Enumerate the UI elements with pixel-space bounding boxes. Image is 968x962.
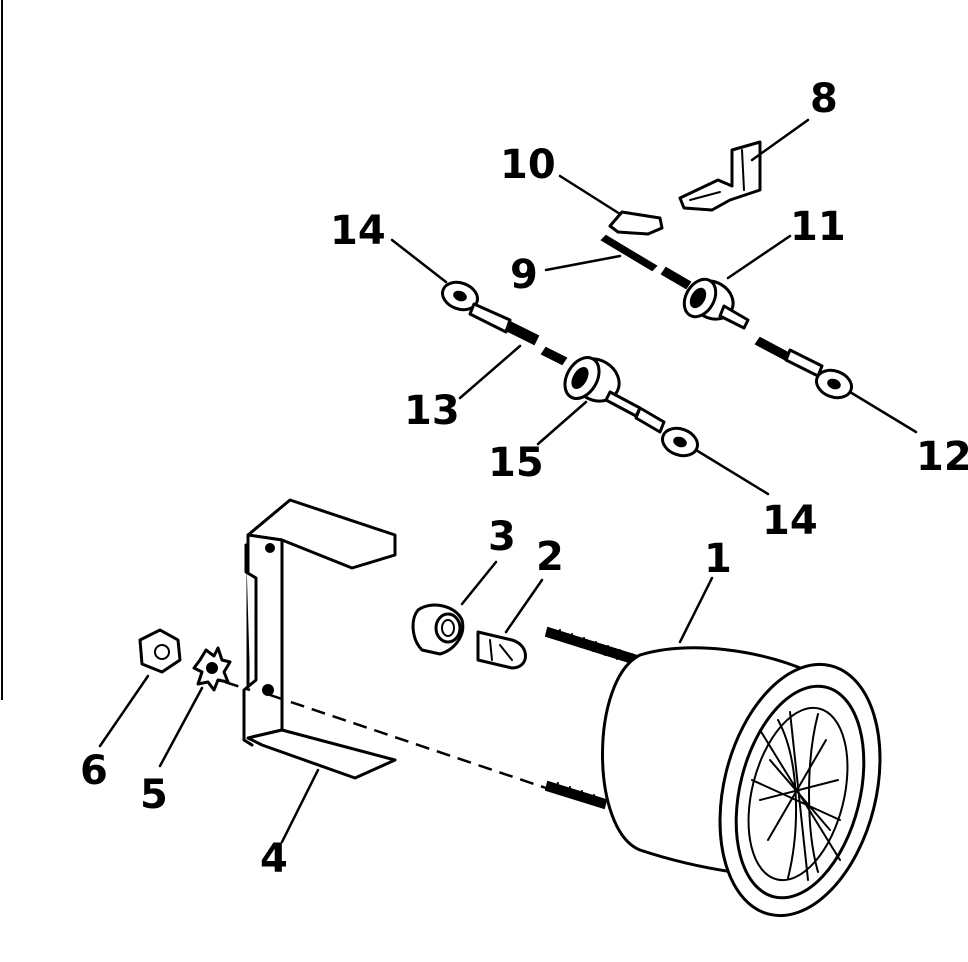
leader-13 bbox=[458, 344, 522, 400]
leader-14-top bbox=[390, 238, 448, 284]
callout-11: 11 bbox=[790, 204, 846, 250]
cable-pin-9 bbox=[600, 234, 658, 272]
leader-2 bbox=[504, 578, 544, 634]
callout-13: 13 bbox=[404, 388, 460, 434]
lock-washer bbox=[192, 646, 232, 692]
leader-11 bbox=[726, 234, 792, 280]
leader-14-bottom bbox=[694, 448, 770, 496]
cable-terminal-14-top bbox=[441, 280, 512, 334]
callout-14-top: 14 bbox=[330, 208, 386, 254]
leader-10 bbox=[558, 174, 622, 216]
cable-segment-13b bbox=[540, 346, 568, 366]
cable-segment-upper bbox=[660, 266, 692, 290]
leader-8 bbox=[750, 118, 810, 162]
callout-6: 6 bbox=[80, 748, 108, 794]
callout-2: 2 bbox=[536, 534, 564, 580]
cable-clip-10 bbox=[608, 210, 664, 236]
leader-4 bbox=[280, 768, 320, 844]
cable-clip-8 bbox=[678, 140, 762, 212]
leader-5 bbox=[158, 686, 204, 768]
lamp-socket bbox=[411, 603, 465, 656]
leader-1 bbox=[678, 576, 714, 644]
callout-labels: 1 2 3 4 5 6 8 9 10 11 12 13 14 14 15 bbox=[80, 76, 968, 882]
cable-terminal-14-bottom bbox=[634, 406, 699, 458]
alignment-dashed-line-2 bbox=[224, 680, 251, 692]
leader-12 bbox=[848, 390, 918, 434]
gauge-dial-face bbox=[747, 706, 849, 882]
callout-3: 3 bbox=[488, 514, 516, 560]
hex-nut bbox=[138, 628, 182, 674]
gauge-body bbox=[544, 626, 882, 918]
leader-lines bbox=[98, 118, 918, 844]
grommet-15 bbox=[563, 356, 642, 418]
leader-3 bbox=[460, 560, 498, 606]
cable-segment-13 bbox=[504, 320, 540, 346]
leader-15 bbox=[536, 400, 588, 446]
callout-8: 8 bbox=[810, 76, 838, 122]
callout-15: 15 bbox=[488, 440, 544, 486]
callout-4: 4 bbox=[260, 836, 288, 882]
callout-12: 12 bbox=[916, 434, 968, 480]
cable-terminal-12 bbox=[784, 348, 853, 400]
grommet-11 bbox=[682, 277, 750, 330]
leader-6 bbox=[98, 674, 150, 748]
cable-segment-upper-2 bbox=[754, 336, 792, 362]
mounting-bracket bbox=[242, 498, 397, 780]
callout-1: 1 bbox=[704, 536, 732, 582]
callout-10: 10 bbox=[500, 142, 556, 188]
callout-14-bottom: 14 bbox=[762, 498, 818, 544]
lamp-bulb bbox=[476, 630, 527, 670]
callout-5: 5 bbox=[140, 772, 168, 818]
callout-9: 9 bbox=[510, 252, 538, 298]
gauge-lower-stud bbox=[544, 780, 608, 810]
leader-9 bbox=[544, 254, 622, 272]
alignment-dashed-line bbox=[269, 693, 547, 790]
